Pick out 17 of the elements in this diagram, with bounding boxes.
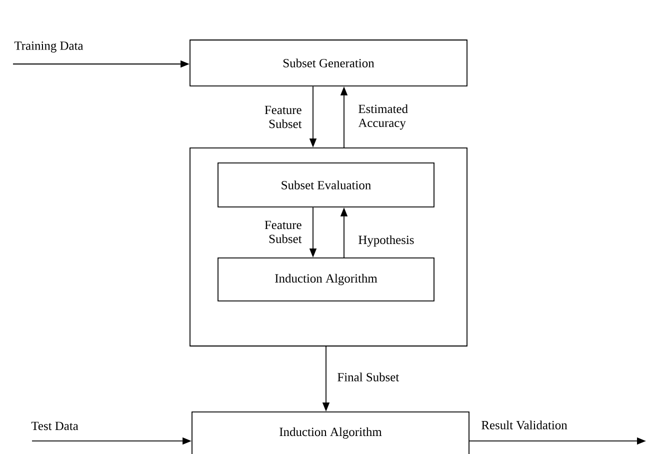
edge-label: Estimated Accuracy [358, 104, 408, 130]
edge-label: Hypothesis [358, 235, 414, 247]
box-label: Subset Generation [284, 58, 374, 68]
box-label: Subset Evaluation [282, 180, 371, 190]
edge-label: Feature Subset [264, 220, 302, 244]
process-box [218, 258, 434, 302]
group-box [190, 148, 468, 346]
edge-label: Training Data [14, 42, 84, 52]
process-box [192, 412, 470, 454]
process-box [190, 40, 468, 86]
box-label: Induction Algorithm [275, 274, 378, 286]
edge-label: Feature Subset [264, 106, 302, 128]
process-box [218, 162, 434, 208]
box-label: Induction Algorithm [280, 427, 382, 439]
edge-label: Final Subset [338, 372, 400, 382]
edge-label: Result Validation [482, 420, 568, 430]
edge-label: Test Data [31, 422, 78, 430]
